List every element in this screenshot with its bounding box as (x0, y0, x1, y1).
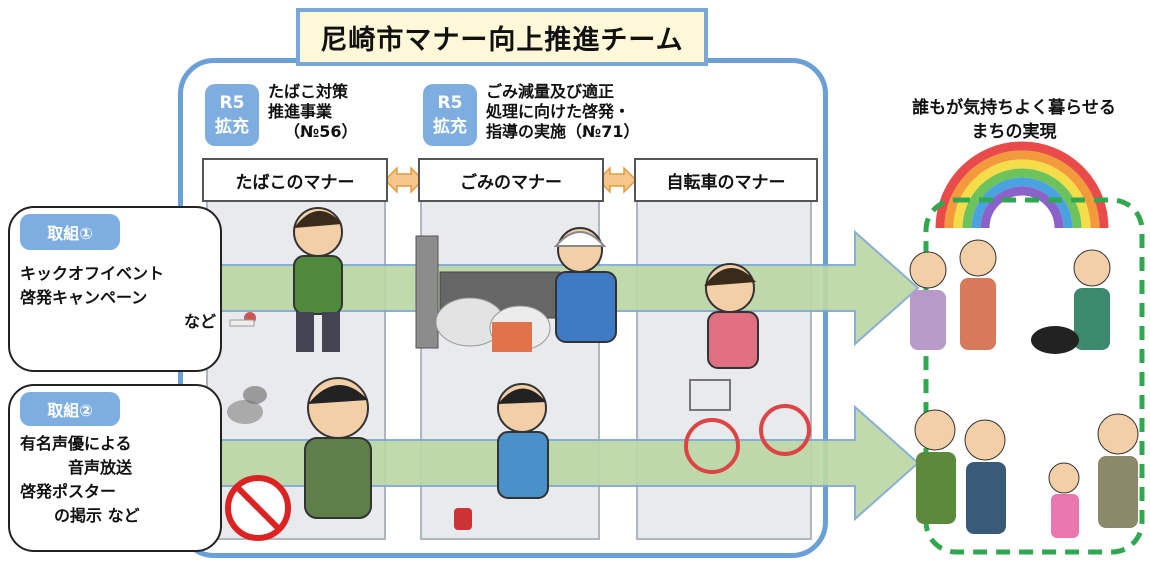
initiative-line: の掲示 など (54, 506, 140, 525)
badge-kind: 拡充 (215, 117, 249, 137)
initiative-text-1: キックオフイベント 啓発キャンペーン など (20, 262, 216, 334)
initiative-line: など (183, 312, 216, 331)
badge-year: R5 (437, 93, 463, 113)
initiative-tag-1: 取組① (20, 214, 120, 250)
project-line: ごみ減量及び適正 (486, 82, 615, 101)
walking-smoker-illustration (229, 207, 343, 352)
badge-garbage: R5 拡充 (423, 84, 477, 146)
project-line: （№56） (284, 122, 358, 141)
initiative-line: 有名声優による (20, 434, 132, 453)
community-people-illustration (909, 239, 1139, 538)
community-dashed-outline (923, 197, 1145, 555)
project-tobacco: たばこ対策 推進事業 （№56） (268, 82, 358, 142)
initiative-tag-2: 取組② (20, 392, 120, 426)
initiative-line: 啓発ポスター (20, 482, 117, 501)
goal-line: 誰もが気持ちよく暮らせる (912, 98, 1116, 118)
initiative-line: 啓発キャンペーン (20, 288, 148, 307)
initiative-text-2: 有名声優による 音声放送 啓発ポスター の掲示 など (20, 432, 216, 528)
column-heading-tobacco: たばこのマナー (202, 158, 388, 202)
badge-tobacco: R5 拡充 (205, 84, 259, 146)
project-line: 指導の実施（№71） (486, 122, 640, 141)
bicycle-rider-illustration (684, 263, 811, 474)
badge-year: R5 (219, 93, 245, 113)
project-line: 推進事業 (268, 102, 333, 121)
garbage-station-illustration (415, 227, 617, 352)
smoker-illustration (225, 377, 372, 541)
team-title: 尼崎市マナー向上推進チーム (296, 8, 708, 66)
column-heading-bicycle: 自転車のマナー (634, 158, 818, 202)
rainbow-illustration (935, 141, 1109, 229)
goal-statement: 誰もが気持ちよく暮らせる まちの実現 (886, 96, 1142, 144)
project-line: 処理に向けた啓発・ (486, 102, 631, 121)
initiative-line: 音声放送 (68, 458, 133, 477)
litterer-illustration (454, 383, 549, 530)
goal-line: まちの実現 (971, 122, 1057, 142)
column-heading-garbage: ごみのマナー (418, 158, 604, 202)
project-garbage: ごみ減量及び適正 処理に向けた啓発・ 指導の実施（№71） (486, 82, 640, 142)
project-line: たばこ対策 (268, 82, 349, 101)
badge-kind: 拡充 (433, 117, 467, 137)
initiative-line: キックオフイベント (20, 264, 165, 283)
